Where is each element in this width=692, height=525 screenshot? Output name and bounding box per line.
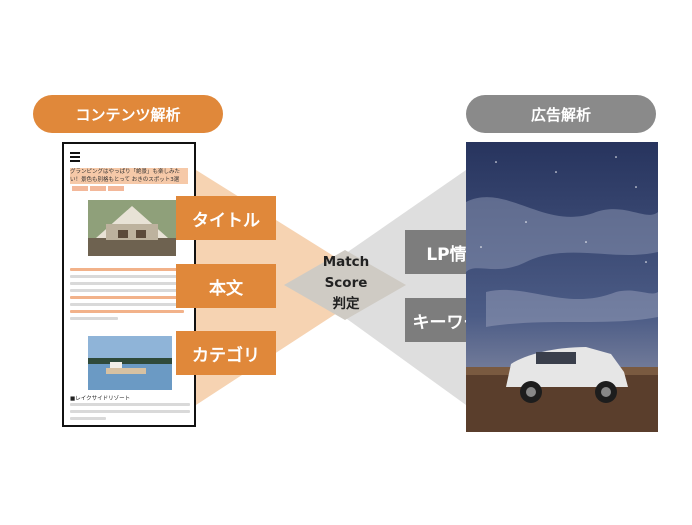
- center-line-1: Match: [322, 254, 370, 270]
- article-caption: ■レイクサイドリゾート: [70, 396, 131, 402]
- article-body-text: [70, 268, 190, 324]
- car-night-sky-ad-image: [466, 142, 658, 432]
- title-label: タイトル: [176, 196, 276, 240]
- category-label: カテゴリ: [176, 331, 276, 375]
- glamping-tent-photo: [88, 200, 176, 256]
- center-line-3: 判定: [332, 296, 360, 312]
- center-line-2: Score: [324, 275, 368, 291]
- article-body-text-2: [70, 403, 190, 424]
- ad-analysis-header: 広告解析: [466, 95, 656, 133]
- article-tags: [72, 186, 124, 191]
- content-analysis-header: コンテンツ解析: [33, 95, 223, 133]
- match-score-judgement: Match Score 判定: [310, 252, 382, 315]
- match-diamond: [284, 250, 406, 320]
- hamburger-menu-icon: [70, 152, 80, 164]
- article-phone-mockup: グランピングはやっぱり「絶景」も楽しみたい！景色も別格もとって おきのスポット3…: [62, 142, 196, 427]
- lakeside-resort-photo: [88, 336, 172, 390]
- body-label: 本文: [176, 264, 276, 308]
- article-headline: グランピングはやっぱり「絶景」も楽しみたい！景色も別格もとって おきのスポット3…: [70, 168, 188, 184]
